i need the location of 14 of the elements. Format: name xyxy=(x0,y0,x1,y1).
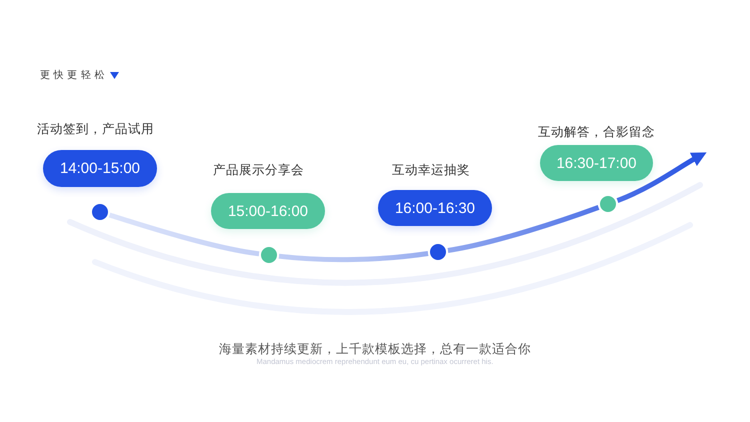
session-title: 互动解答，合影留念 xyxy=(538,124,655,140)
time-pill: 16:00-16:30 xyxy=(378,190,492,226)
time-pill: 14:00-15:00 xyxy=(43,150,157,187)
subtitle: 更快更轻松 xyxy=(40,69,108,82)
timeline-curve xyxy=(108,212,260,256)
caption-text: 海量素材持续更新，上千款模板选择，总有一款适合你 xyxy=(219,341,531,358)
session-title: 互动幸运抽奖 xyxy=(392,162,470,178)
timeline-curve xyxy=(278,251,428,262)
time-pill: 16:30-17:00 xyxy=(540,145,653,181)
session-title: 产品展示分享会 xyxy=(213,162,304,178)
timeline-arrow xyxy=(616,152,706,203)
session-title: 活动签到，产品试用 xyxy=(37,121,154,137)
time-pill: 15:00-16:00 xyxy=(211,193,325,229)
timeline-curve xyxy=(447,205,600,253)
